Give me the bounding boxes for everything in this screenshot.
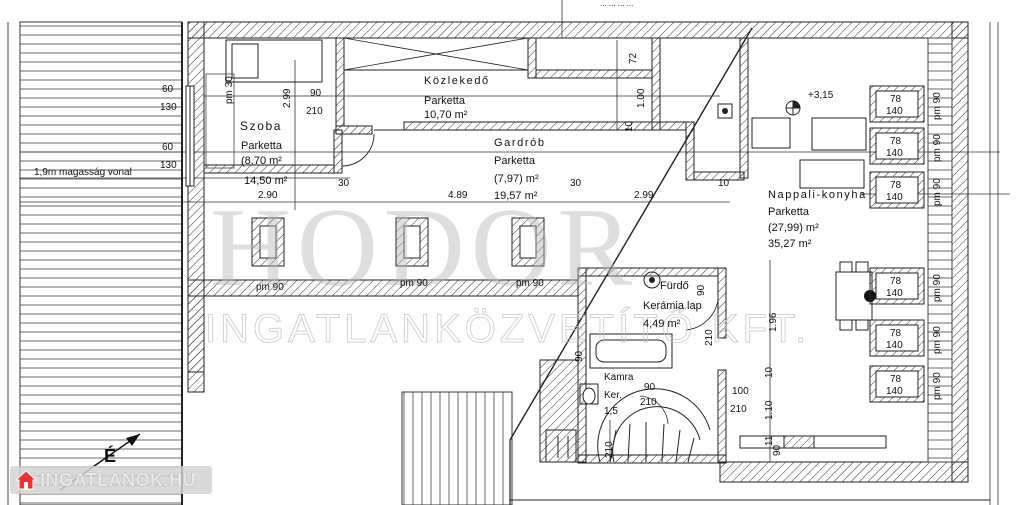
pm-right-label: pm 90 bbox=[932, 372, 943, 400]
room-name-gardrob: Gardrób bbox=[494, 137, 546, 149]
dim-30a: 30 bbox=[338, 178, 350, 189]
room-name-szoba: Szoba bbox=[240, 119, 282, 133]
room-area2-gardrob: 19,57 m² bbox=[494, 190, 538, 202]
room-floor-gardrob: Parketta bbox=[494, 155, 536, 167]
pm-right-label: pm 90 bbox=[932, 134, 943, 162]
room-area-kozlekedo: 10,70 m² bbox=[424, 109, 468, 121]
roof-window-2 bbox=[395, 217, 429, 267]
pm-right-label: pm 90 bbox=[932, 178, 943, 206]
room-area2-nappali: 35,27 m² bbox=[768, 238, 812, 250]
watermark-sub: INGATLANKÖZVETÍTŐ KFT. bbox=[205, 306, 810, 351]
window-height-label: 140 bbox=[886, 340, 903, 351]
dim-90c: 90 bbox=[644, 382, 656, 393]
room-area-furdo: 4,49 m² bbox=[643, 318, 681, 330]
dim-90e: 90 bbox=[772, 444, 783, 456]
room-name-kozlekedo: Közlekedő bbox=[424, 75, 490, 87]
room-floor-furdo: Kerámia lap bbox=[643, 300, 702, 312]
window-height-label: 140 bbox=[886, 386, 903, 397]
dim-pm90b: pm 90 bbox=[400, 278, 428, 289]
room-name-nappali: Nappali-konyha bbox=[768, 189, 867, 201]
dim-10a: 10 bbox=[718, 178, 730, 189]
room-floor-szoba: Parketta bbox=[241, 140, 283, 152]
dim-130b: 130 bbox=[160, 160, 177, 171]
window-height-label: 140 bbox=[886, 148, 903, 159]
dim-pm90c: pm 90 bbox=[516, 278, 544, 289]
dim-pm30: pm 30 bbox=[224, 76, 235, 104]
north-label: É bbox=[104, 445, 116, 466]
dim-30b: 30 bbox=[570, 178, 582, 189]
dim-100: 1.00 bbox=[636, 88, 647, 108]
window-width-label: 78 bbox=[890, 136, 902, 147]
dim-290: 2.90 bbox=[258, 190, 278, 201]
height-line-label: 1,9m magasság vonal bbox=[34, 167, 132, 178]
dim-100b: 100 bbox=[732, 386, 749, 397]
outer-wall-top bbox=[187, 21, 969, 39]
window-width-label: 78 bbox=[890, 180, 902, 191]
room-name-kamra: Kamra bbox=[604, 372, 634, 383]
bathtub bbox=[589, 333, 673, 369]
room-floor-nappali: Parketta bbox=[768, 206, 810, 218]
roof-window-1 bbox=[251, 217, 285, 267]
pm-right-label: pm 90 bbox=[932, 92, 943, 120]
dim-210c: 210 bbox=[640, 397, 657, 408]
room-area2-szoba: 14,50 m² bbox=[244, 175, 288, 187]
kitchen-counter bbox=[811, 117, 867, 151]
dim-90b: 90 bbox=[696, 284, 707, 296]
top-note: ... ... ... ... bbox=[600, 0, 633, 8]
dim-90d: 90 bbox=[574, 350, 585, 362]
dim-315: +3,15 bbox=[808, 90, 834, 101]
watermark-main: HODOR bbox=[210, 186, 638, 310]
room-area-szoba: (8,70 m² bbox=[241, 155, 282, 167]
room-floor-kamra: Ker. bbox=[604, 390, 622, 401]
pm-right-label: pm 90 bbox=[932, 326, 943, 354]
dim-210e: 210 bbox=[604, 441, 615, 458]
dim-60b: 60 bbox=[162, 142, 174, 153]
dim-210d: 210 bbox=[730, 404, 747, 415]
window-width-label: 78 bbox=[890, 276, 902, 287]
dim-110: 1.10 bbox=[764, 400, 775, 420]
window-height-label: 140 bbox=[886, 192, 903, 203]
pm-right-label: pm 90 bbox=[932, 274, 943, 302]
dim-489: 4.89 bbox=[448, 190, 468, 201]
room-name-furdo: Fürdő bbox=[660, 280, 689, 292]
room-area-gardrob: (7,97) m² bbox=[494, 173, 539, 185]
dim-130a: 130 bbox=[160, 102, 177, 113]
outer-wall-right bbox=[951, 21, 969, 483]
roof-window-3 bbox=[511, 217, 545, 267]
dim-90a: 90 bbox=[310, 88, 322, 99]
storage-box bbox=[343, 37, 529, 71]
dim-10c: 10 bbox=[764, 366, 775, 378]
window-width-label: 78 bbox=[890, 374, 902, 385]
spiral-stair bbox=[597, 388, 711, 463]
window-width-label: 78 bbox=[890, 94, 902, 105]
dim-72: 72 bbox=[628, 52, 639, 64]
window-height-label: 140 bbox=[886, 288, 903, 299]
dim-299-v: 2.99 bbox=[282, 88, 293, 108]
dim-210b: 210 bbox=[704, 329, 715, 346]
left-roof-area bbox=[19, 21, 183, 505]
dim-10b: 10 bbox=[624, 120, 635, 132]
outer-wall-bottom-right bbox=[719, 461, 969, 483]
dim-11: 11 bbox=[764, 435, 775, 446]
room-floor-kozlekedo: Parketta bbox=[424, 95, 466, 107]
dim-210a: 210 bbox=[306, 106, 323, 117]
dim-pm90a: pm 90 bbox=[256, 282, 284, 293]
window-height-label: 140 bbox=[886, 106, 903, 117]
house-icon bbox=[14, 470, 38, 490]
ingatlanok-badge: INGATLANOK.HU bbox=[10, 466, 212, 494]
dim-299-h: 2.99 bbox=[634, 190, 654, 201]
dim-60a: 60 bbox=[162, 84, 174, 95]
room-area-kamra: 1,5 bbox=[604, 406, 618, 417]
badge-text: INGATLANOK.HU bbox=[40, 469, 197, 490]
room-area-nappali: (27,99) m² bbox=[768, 222, 819, 234]
window-width-label: 78 bbox=[890, 328, 902, 339]
dim-196: 1.96 bbox=[768, 312, 779, 332]
